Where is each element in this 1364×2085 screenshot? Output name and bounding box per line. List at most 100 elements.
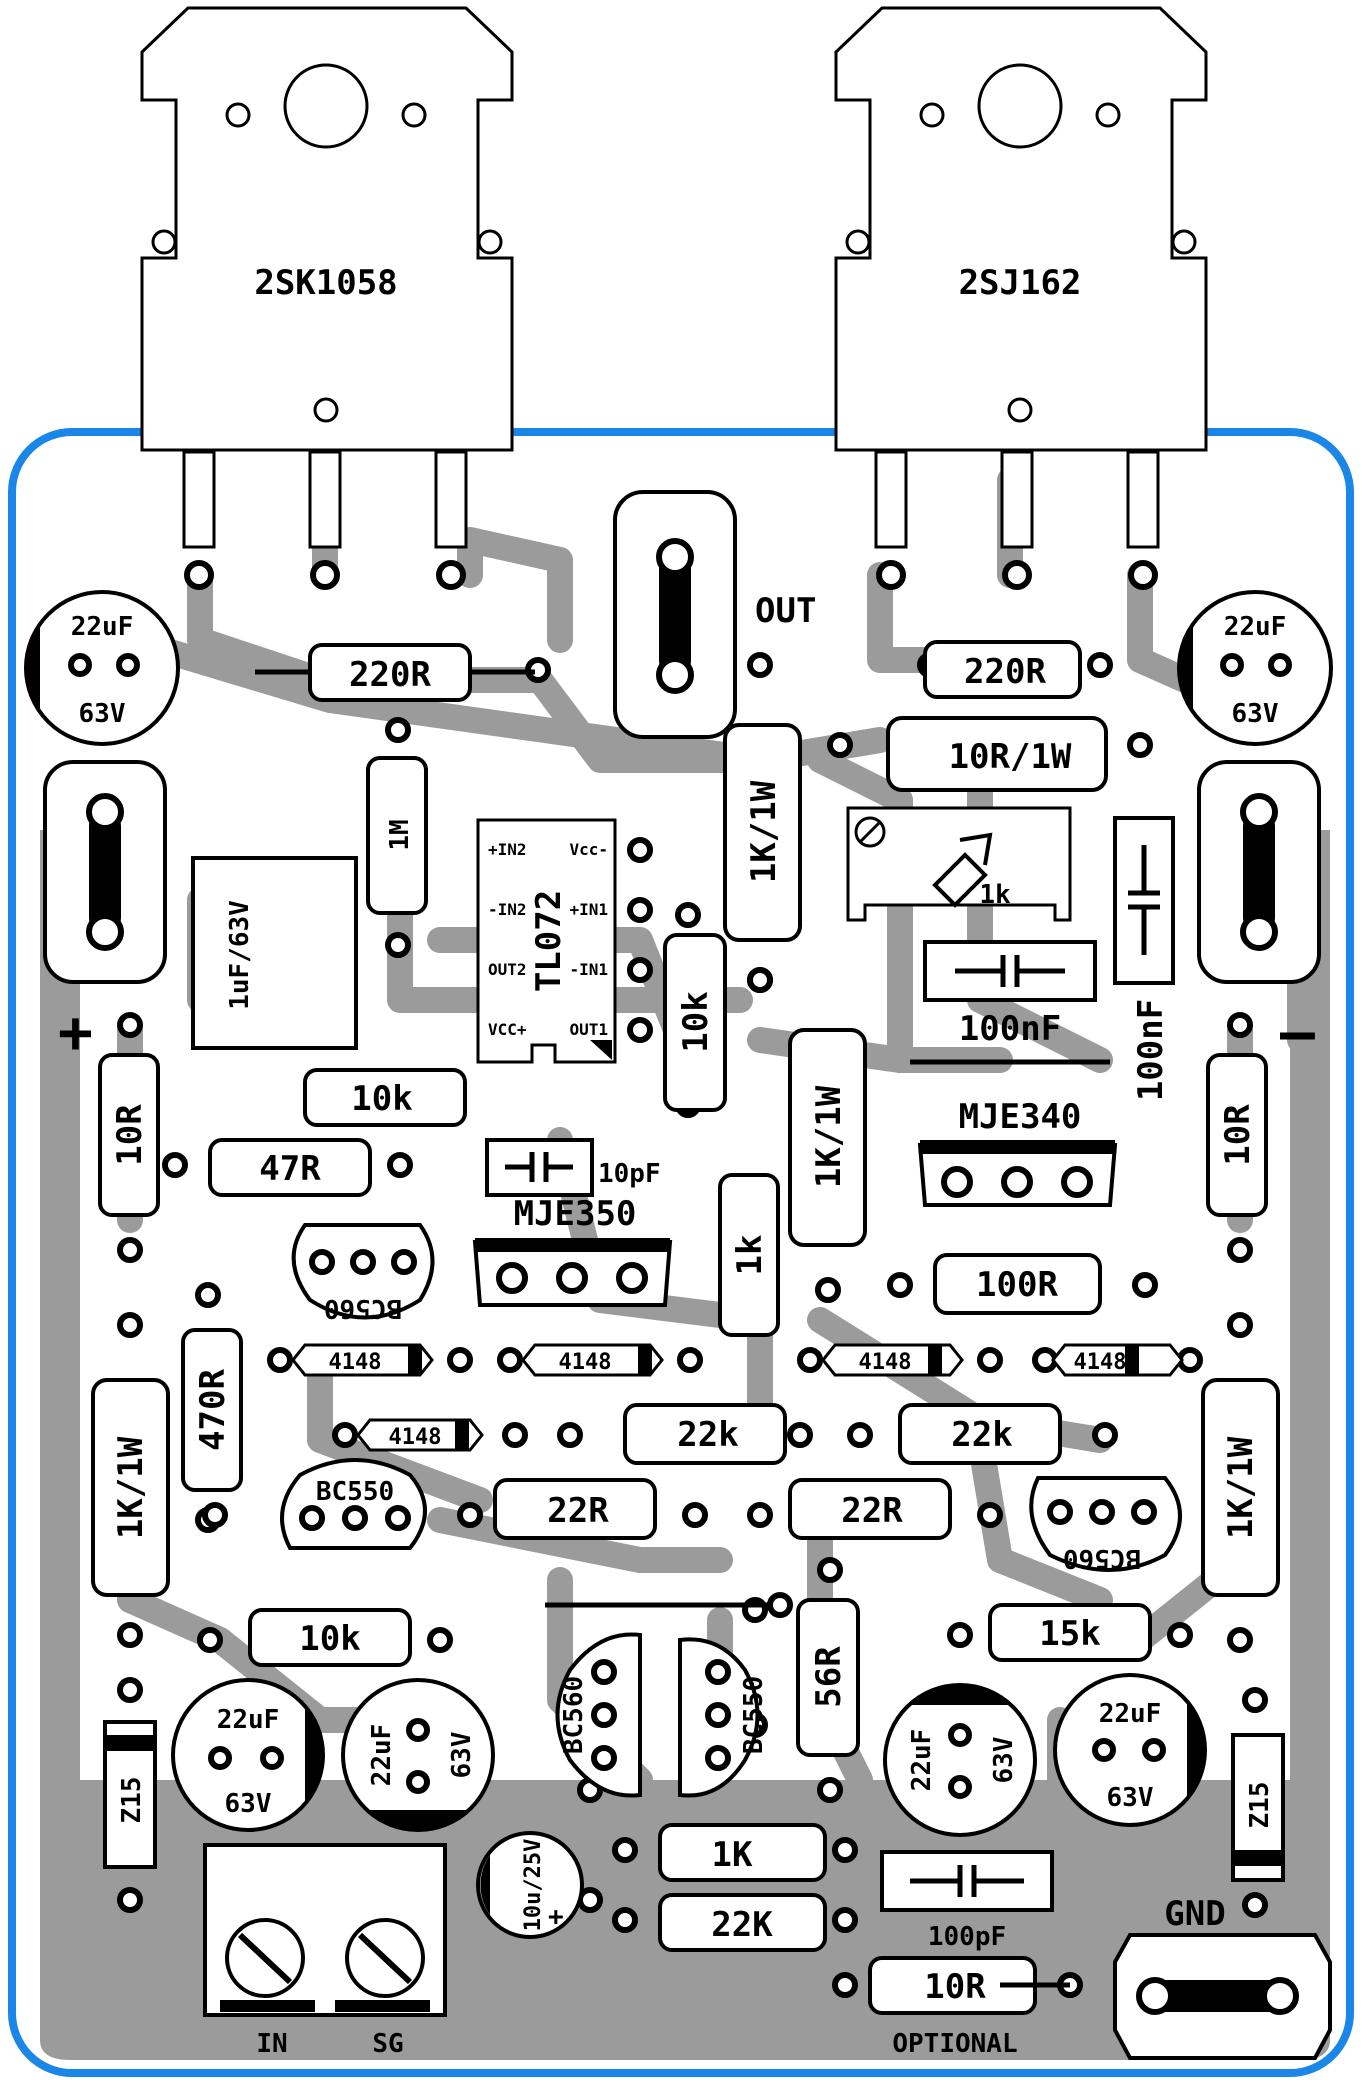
supply-terminal-left: +	[43, 760, 167, 1066]
capacitor-22uf-bottom-right-2: 22uF 63V	[1053, 1673, 1207, 1827]
diodes-4148: 4148 4148 4148 4148 4148	[291, 1343, 1184, 1452]
cap-value: 10pF	[598, 1159, 661, 1189]
zener-left: Z15	[103, 1720, 157, 1869]
cap-value: 22uF	[1224, 612, 1287, 642]
ic-pin-label: +IN1	[569, 900, 608, 919]
cap-voltage: 63V	[1107, 1783, 1154, 1813]
resistor-10k-vertical	[663, 933, 727, 1112]
resistor-10r-left	[98, 1053, 160, 1217]
trimmer-value: 1k	[979, 880, 1011, 910]
diode-4148: 4148	[821, 1343, 964, 1377]
diode-label: 4148	[559, 1350, 612, 1375]
capacitor-22uf-top-right: 22uF 63V	[1177, 590, 1333, 746]
resistor-label: 22R	[547, 1491, 609, 1531]
capacitor-100nf-horizontal: 100nF	[923, 940, 1097, 1049]
plus-label: +	[58, 998, 93, 1066]
resistor-label: 1K/1W	[744, 780, 784, 883]
cap-value: 100pF	[928, 1922, 1006, 1952]
optional-label: OPTIONAL	[892, 2029, 1017, 2059]
diode-label: 4148	[1074, 1350, 1127, 1375]
resistor-22r-right	[788, 1478, 952, 1540]
resistor-label: 47R	[259, 1149, 321, 1189]
resistor-label: 10R	[110, 1104, 150, 1166]
ic-pin-label: -IN1	[569, 960, 608, 979]
diode-4148: 4148	[521, 1343, 664, 1377]
capacitor-22uf-top-left: 22uF 63V	[24, 590, 180, 746]
cap-voltage: 63V	[79, 699, 126, 729]
transistor-left-label: 2SK1058	[254, 263, 397, 303]
bc560-label: BC560	[559, 1676, 589, 1754]
cap-voltage: 63V	[225, 1789, 272, 1819]
resistor-label: 1K/1W	[809, 1085, 849, 1188]
ic-pin-label: VCC+	[488, 1020, 527, 1039]
diode-4148: 4148	[356, 1418, 484, 1452]
resistors-vertical	[91, 723, 1280, 1757]
resistor-label: 1K/1W	[111, 1436, 151, 1539]
resistor-22k-bottom	[658, 1893, 827, 1952]
ic-pin-label: -IN2	[488, 900, 527, 919]
resistor-1m	[366, 756, 428, 915]
resistor-1k-small	[718, 1173, 780, 1337]
resistor-22k-left	[623, 1403, 787, 1465]
resistor-1k1w-center2	[788, 1028, 867, 1247]
bc550-label: BC550	[316, 1477, 394, 1507]
out-label: OUT	[755, 591, 816, 631]
transistor-bc560-upper: BC560	[291, 1223, 435, 1323]
transistor-bc560-right: BC560	[1029, 1476, 1182, 1573]
resistor-labels: 220R 220R 10R/1W 10k 47R 100R 22k 22k 22…	[259, 652, 1100, 2007]
transistor-bc550-left: BC550	[280, 1458, 427, 1550]
transistor-bc560-bottom: BC560	[555, 1632, 642, 1798]
resistor-220r-right	[923, 640, 1082, 699]
capacitor-10pf: 10pF	[485, 1138, 661, 1197]
cap-voltage: 63V	[1232, 699, 1279, 729]
resistor-label: 22k	[951, 1415, 1012, 1455]
capacitor-22uf-bottom-left-1: 22uF 63V	[171, 1678, 325, 1832]
capacitor-22uf-bottom-left-2: 22uF 63V	[341, 1678, 495, 1832]
resistor-22r-left	[493, 1478, 657, 1540]
bc560-label: BC560	[324, 1293, 402, 1323]
cap-value: 100nF	[959, 1009, 1061, 1049]
transistor-right: 2SJ162	[834, 6, 1208, 452]
resistor-label: 22k	[677, 1415, 738, 1455]
input-connector: IN SG	[203, 1843, 447, 2059]
ic-pin-label: OUT1	[569, 1020, 608, 1039]
diode-4148: 4148	[1051, 1343, 1184, 1377]
minus-label: –	[1280, 998, 1315, 1066]
resistor-label: 1K/1W	[1221, 1436, 1261, 1539]
bc550-label: BC550	[739, 1676, 769, 1754]
resistor-10r-1w	[886, 716, 1108, 792]
ic-tl072: TL072 +IN2 -IN2 OUT2 VCC+ Vcc- +IN1 -IN1…	[476, 818, 617, 1064]
driver-mje350: MJE350	[472, 1194, 673, 1307]
ic-pin-label: +IN2	[488, 840, 527, 859]
out-terminal: OUT	[613, 490, 816, 739]
trimmer-1k: 1k	[846, 806, 1072, 922]
zener-label: Z15	[117, 1777, 147, 1824]
cap-value: 22uF	[907, 1729, 937, 1792]
resistor-label: 22R	[841, 1491, 903, 1531]
capacitor-100nf-vertical: 100nF	[1113, 816, 1175, 1101]
in-label: IN	[256, 2029, 287, 2059]
cap-value: 10u/25V	[521, 1839, 546, 1932]
ic-pin-label: Vcc-	[569, 840, 608, 859]
transistor-right-label: 2SJ162	[959, 263, 1082, 303]
capacitor-1uf: 1uF/63V	[191, 856, 358, 1050]
cap-plus-mark: +	[548, 1902, 564, 1932]
driver-mje340: MJE340	[917, 1097, 1118, 1207]
cap-value: 22uF	[1099, 1699, 1162, 1729]
resistor-10k-lower	[248, 1608, 412, 1667]
resistor-470r	[181, 1328, 243, 1492]
diode-label: 4148	[859, 1350, 912, 1375]
resistor-22k-right	[898, 1403, 1062, 1465]
zener-right: Z15	[1231, 1733, 1285, 1882]
transistor-bc550-bottom: BC550	[678, 1637, 769, 1798]
supply-terminal-right: –	[1197, 760, 1321, 1066]
transistor-left: 2SK1058	[140, 6, 514, 452]
resistor-label: 10k	[351, 1079, 412, 1119]
resistor-label: 220R	[349, 655, 431, 695]
mounting-hole	[977, 63, 1063, 149]
resistor-label: 22K	[711, 1905, 773, 1945]
resistor-label: 10R/1W	[949, 737, 1072, 777]
cap-value: 100nF	[1131, 999, 1171, 1101]
mounting-hole	[283, 63, 369, 149]
